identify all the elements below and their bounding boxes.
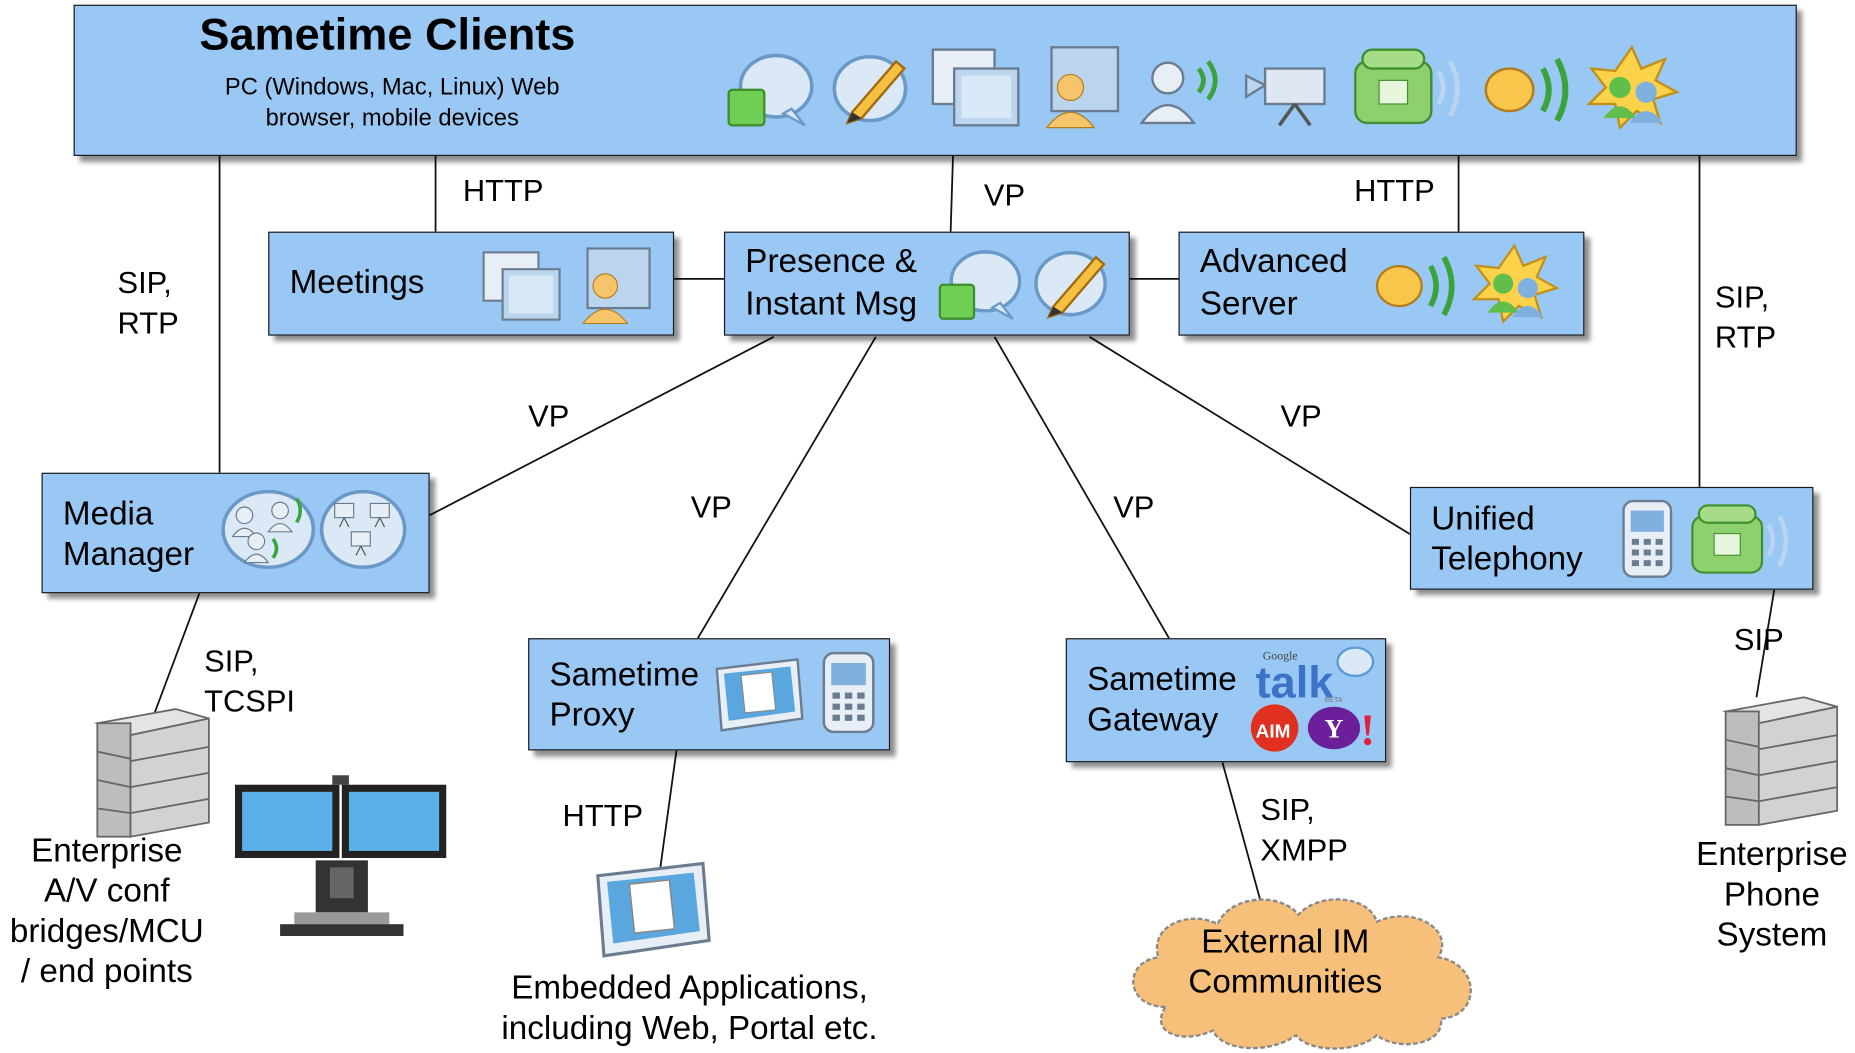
embedded-apps-line1: Embedded Applications, [511, 969, 868, 1006]
line-presence-gateway [993, 336, 1170, 639]
phone-system-line2: Phone [1723, 875, 1820, 913]
clients-subtitle-1: PC (Windows, Mac, Linux) Web [224, 74, 560, 101]
protocol-http-advanced: HTTP [1354, 172, 1435, 208]
screens-icon [482, 251, 561, 321]
beta-logo-text: BETA [1324, 696, 1342, 704]
cloud-icon [1132, 898, 1472, 1050]
line-clients-presence [949, 155, 954, 232]
community-icon [1471, 243, 1560, 324]
mobile-phone-icon [1622, 499, 1673, 578]
protocol-vp-telephony: VP [1280, 398, 1322, 434]
line-telephony-phone [1755, 589, 1776, 698]
telephony-label-1: Unified [1431, 499, 1535, 537]
embedded-apps-line2: including Web, Portal etc. [501, 1009, 878, 1046]
server-rack-icon [1722, 696, 1839, 826]
protocol-sip-rtp-right-2: RTP [1714, 319, 1777, 355]
av-endpoints-line4: / end points [20, 952, 193, 990]
cloud-line1: External IM [1201, 922, 1370, 960]
telephone-icon [1354, 48, 1460, 125]
phone-system-line3: System [1716, 915, 1828, 953]
chat-bubble-icon [938, 250, 1022, 320]
clients-title: Sametime Clients [199, 10, 576, 61]
protocol-sip-rtp-left-2: RTP [117, 304, 179, 341]
protocol-sip-rtp-left-1: SIP, [117, 264, 172, 301]
telephone-icon [1691, 504, 1789, 574]
proxy-label-2: Proxy [549, 696, 635, 733]
yahoo-bang-text: ! [1360, 705, 1375, 755]
mobile-phone-icon [822, 651, 875, 734]
phone-system-line1: Enterprise [1696, 835, 1848, 873]
community-icon [1586, 44, 1680, 130]
protocol-sip-tcspi-2: TCSPI [204, 683, 296, 719]
broadcast-icon [1484, 57, 1569, 122]
media-video-icon [319, 489, 407, 570]
protocol-vp-top: VP [983, 177, 1026, 213]
media-label-2: Manager [62, 535, 195, 572]
yahoo-logo-text: Y [1324, 714, 1343, 743]
aim-logo-text: AIM [1256, 721, 1291, 742]
protocol-vp-proxy: VP [690, 489, 732, 525]
av-endpoints-line2: A/V conf [44, 872, 170, 909]
clients-subtitle-2: browser, mobile devices [265, 105, 519, 132]
server-rack-icon [93, 708, 210, 838]
line-presence-proxy [697, 336, 877, 639]
protocol-sip-xmpp-1: SIP, [1260, 791, 1315, 828]
av-endpoints-line3: bridges/MCU [9, 912, 204, 949]
protocol-vp-media: VP [528, 398, 570, 434]
meeting-screen-icon [1045, 46, 1120, 129]
line-gateway-cloud [1221, 762, 1262, 901]
meeting-screen-icon [581, 247, 651, 325]
proxy-label-1: Sametime [549, 655, 700, 693]
advanced-label-1: Advanced [1199, 242, 1348, 279]
im-services-logos: Google talk BETA AIM Y ! [1250, 646, 1375, 755]
gateway-label-2: Gateway [1087, 700, 1219, 738]
media-audio-icon [221, 489, 316, 570]
line-proxy-embedded [658, 750, 678, 872]
cloud-line2: Communities [1188, 963, 1383, 1000]
talk-logo-text: talk [1256, 656, 1335, 707]
protocol-sip-xmpp-2: XMPP [1260, 831, 1348, 868]
advanced-label-2: Server [1199, 284, 1298, 322]
gateway-label-1: Sametime [1087, 660, 1237, 698]
audio-user-icon [1139, 60, 1218, 125]
broadcast-icon [1375, 255, 1455, 317]
telephony-label-2: Telephony [1431, 540, 1583, 577]
meetings-label: Meetings [289, 263, 425, 301]
video-conference-icon [234, 775, 447, 936]
screens-icon [931, 48, 1020, 127]
line-presence-media [429, 336, 775, 517]
protocol-sip-phone: SIP [1733, 621, 1784, 658]
protocol-sip-rtp-right-1: SIP, [1714, 278, 1770, 315]
presence-label-1: Presence & [745, 242, 918, 279]
protocol-sip-tcspi-1: SIP, [204, 642, 259, 679]
protocol-http-embedded: HTTP [562, 797, 644, 834]
line-presence-telephony [1089, 336, 1411, 535]
tablet-icon [715, 658, 804, 732]
edit-pencil-icon [1034, 250, 1107, 319]
presence-label-2: Instant Msg [745, 284, 918, 322]
tablet-icon [596, 861, 711, 958]
google-logo-text: Google [1263, 648, 1298, 662]
chat-bubble-icon [727, 53, 814, 127]
video-camera-icon [1244, 67, 1326, 127]
line-media-av [153, 592, 201, 715]
protocol-vp-gateway: VP [1113, 489, 1155, 525]
media-label-1: Media [62, 495, 154, 532]
edit-pencil-icon [832, 54, 908, 125]
protocol-http-meetings: HTTP [462, 172, 544, 208]
av-endpoints-line1: Enterprise [31, 831, 183, 869]
